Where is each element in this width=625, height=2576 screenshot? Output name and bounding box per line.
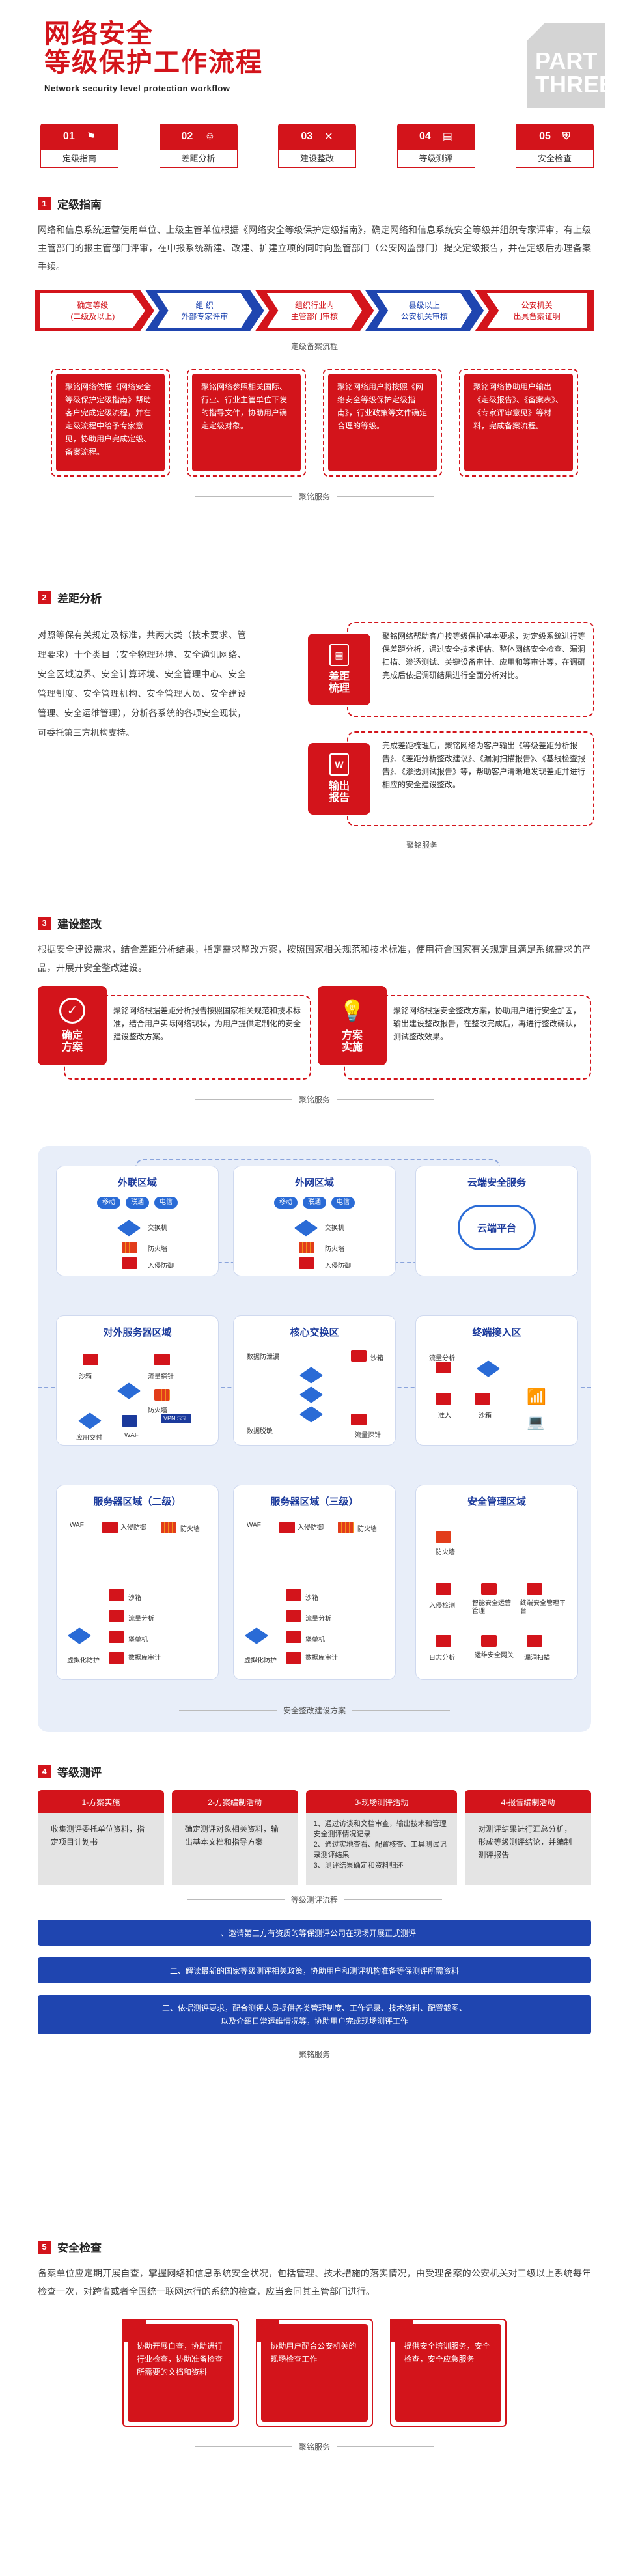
zone-terminal: 终端接入区 流量分析 准入 沙箱 📶 💻 [415,1315,578,1446]
tools-icon: ✕ [324,132,333,143]
zone-server-level3: 服务器区域（三级） WAF 入侵防御 防火墙 沙箱 流量分析 堡垒机 虚拟化防护… [233,1485,396,1680]
service-bar: 三、依据测评要求，配合测评人员提供各类管理制度、工作记录、技术资料、配置截图、 … [38,1995,591,2034]
service-caption: 聚铭服务 [240,839,604,850]
page-header: 网络安全等级保护工作流程 Network security level prot… [0,0,625,168]
section-paragraph: 根据安全建设需求，结合差距分析结果，指定需求整改方案，按照国家相关规范和技术标准… [38,944,591,973]
zone-cloud: 云端安全服务 云端平台 [415,1166,578,1276]
flow-step: 县级以上公安机关审核 [365,290,484,331]
cloud-icon: 云端平台 [458,1205,536,1250]
plan-cards: 聚铭网络根据差距分析报告按照国家相关规范和技术标准，结合用户实际网络现状，为用户… [38,986,591,1084]
flow-caption: 定级备案流程 [38,341,591,352]
assessment-caption: 等级测评流程 [38,1894,591,1905]
assessment-step: 2-方案编制活动确定测评对象相关资料，输出基本文档和指导方案 [171,1790,298,1885]
step-02[interactable]: 02☺差距分析 [159,124,238,168]
report-output-card: 完成差距梳理后，聚铭网络为客户输出《等级差距分析报告》、《差距分析整改建议》、《… [308,731,594,829]
assessment-step: 1-方案实施收集测评委托单位资料，指定项目计划书 [38,1790,164,1885]
laptop-icon: 💻 [527,1414,545,1430]
service-bar: 一、邀请第三方有资质的等保测评公司在现场开展正式测评 [38,1920,591,1946]
shield-icon: ⛨ [562,131,570,142]
gap-review-card: 聚铭网络帮助客户按等级保护基本要求，对定级系统进行等保差距分析，通过安全技术评估… [308,622,594,720]
section-paragraph: 网络和信息系统运营使用单位、上级主管单位根据《网络安全等级保护定级指南》，确定网… [38,225,591,272]
gap-review-badge: ▦差距梳理 [308,634,370,705]
step-05[interactable]: 05⛨安全检查 [516,124,594,168]
page-title: 网络安全等级保护工作流程 [44,20,263,77]
assessment-services: 一、邀请第三方有资质的等保测评公司在现场开展正式测评 二、解读最新的国家等级测评… [38,1920,591,2034]
page-subtitle: Network security level protection workfl… [44,83,230,93]
zone-external: 外联区域 移动联通电信 交换机 防火墙 入侵防御 [56,1166,219,1276]
filing-flow: 确定等级(二级及以上) 组 织外部专家评审 组织行业内主管部门审核 县级以上公安… [35,290,594,331]
word-doc-icon: W [329,753,349,776]
document-icon: ▤ [442,132,452,143]
zone-public-server: 对外服务器区域 沙箱 流量探针 防火墙 应用交付 WAF VPN SSL [56,1315,219,1446]
service-caption: 聚铭服务 [38,1094,591,1105]
wifi-icon: 📶 [527,1388,546,1406]
plan-badge: ✓确定方案 [38,986,107,1065]
zone-server-level2: 服务器区域（二级） WAF 入侵防御 防火墙 沙箱 流量分析 堡垒机 虚拟化防护… [56,1485,219,1680]
inspection-card: 2协助用户配合公安机关的现场检查工作 [256,2319,373,2427]
service-caption: 聚铭服务 [38,2441,591,2452]
user-check-icon: ☺ [204,131,215,142]
step-03[interactable]: 03✕建设整改 [278,124,356,168]
zone-external-net: 外网区域 移动联通电信 交换机 防火墙 入侵防御 [233,1166,396,1276]
service-caption: 聚铭服务 [38,2049,591,2060]
service-bar: 二、解读最新的国家等级测评相关政策，协助用户和测评机构准备等保测评所需资料 [38,1957,591,1983]
inspection-cards: 1协助开展自查，协助进行行业检查，协助准备检查所需要的文档和资料 2协助用户配合… [38,2319,591,2427]
service-cards: 聚铭网络依据《网络安全等级保护定级指南》帮助客户完成定级流程，并在定级流程中给予… [38,369,591,477]
diagram-caption: 安全整改建设方案 [38,1705,591,1716]
service-card: 聚铭网络协助用户输出《定级报告》、《备案表》、《专家评审意见》等材料，完成备案流… [459,369,578,477]
network-diagram: 外联区域 移动联通电信 交换机 防火墙 入侵防御 外网区域 移动联通电信 交换机… [38,1146,591,1732]
flag-icon: ⚑ [86,132,96,143]
assessment-step: 4-报告编制活动对测评结果进行汇总分析，形成等级测评结论，并编制测评报告 [465,1790,592,1885]
inspection-card: 3提供安全培训服务，安全检查，安全应急服务 [389,2319,507,2427]
calculator-icon: ▦ [329,644,349,666]
service-card: 聚铭网络依据《网络安全等级保护定级指南》帮助客户完成定级流程，并在定级流程中给予… [51,369,170,477]
inspection-card: 1协助开展自查，协助进行行业检查，协助准备检查所需要的文档和资料 [122,2319,240,2427]
service-caption: 聚铭服务 [38,491,591,502]
step-04[interactable]: 04▤等级测评 [396,124,475,168]
implement-badge: 💡方案实施 [318,986,387,1065]
flow-step: 组 织外部专家评审 [145,290,264,331]
step-01[interactable]: 01⚑定级指南 [40,124,118,168]
zone-core-switch: 核心交换区 数据防泄漏 沙箱 数据脱敏 流量探针 [233,1315,396,1446]
flow-step: 确定等级(二级及以上) [35,290,154,331]
flow-step: 公安机关出具备案证明 [475,290,594,331]
step-nav: 01⚑定级指南 02☺差距分析 03✕建设整改 04▤等级测评 05⛨安全检查 [40,124,594,168]
service-card: 聚铭网络用户将按照《网络安全等级保护定级指南》，行业政策等文件确定合理的等级。 [323,369,442,477]
flow-step: 组织行业内主管部门审核 [255,290,374,331]
check-circle-icon: ✓ [59,998,85,1024]
assessment-steps: 1-方案实施收集测评委托单位资料，指定项目计划书 2-方案编制活动确定测评对象相… [38,1790,592,1885]
section-paragraph: 对照等保有关规定及标准，共两大类（技术要求、管理要求）十个类目（安全物理环境、安… [38,630,246,738]
service-card: 聚铭网络参照相关国际、行业、行业主管单位下发的指导文件，协助用户确定定级对象。 [187,369,306,477]
lightbulb-icon: 💡 [339,999,365,1022]
zone-security-mgmt: 安全管理区域 防火墙 入侵检测 智能安全运营管理 终端安全管理平台 日志分析 运… [415,1485,578,1680]
section-paragraph: 备案单位应定期开展自查，掌握网络和信息系统安全状况，包括管理、技术措施的落实情况… [38,2268,591,2297]
